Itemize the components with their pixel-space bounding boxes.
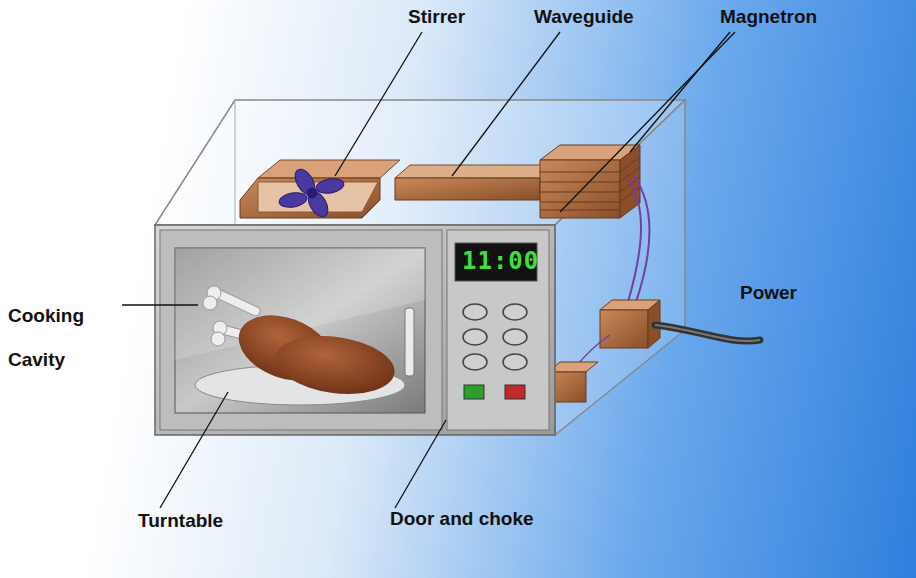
power-cord-highlight — [655, 325, 760, 341]
stirrer-box-top — [258, 160, 400, 178]
part-label: Door and choke — [390, 508, 590, 530]
stirrer-fan — [278, 166, 345, 220]
chicken — [203, 286, 398, 401]
display — [455, 243, 537, 281]
power-cord — [655, 325, 760, 341]
part-label: Magnetron — [720, 6, 860, 28]
control-panel — [447, 230, 549, 430]
wire — [628, 180, 641, 302]
part-label: Waveguide — [534, 6, 674, 28]
buttons — [463, 304, 527, 370]
cooking-window — [175, 248, 425, 413]
part-label: Cooking Cavity — [8, 294, 108, 382]
display-readout: 11:00 — [462, 247, 534, 275]
waveguide-top — [395, 165, 555, 178]
case-edge — [235, 100, 236, 225]
stop-button — [505, 385, 525, 399]
waveguide — [395, 178, 540, 200]
door — [160, 230, 442, 430]
leader-lines — [122, 32, 735, 508]
door-handle — [405, 308, 414, 376]
case-top — [155, 100, 685, 225]
part-label: Power — [740, 282, 860, 304]
start-button — [464, 385, 484, 399]
part-label: Turntable — [138, 510, 278, 532]
oven-front — [155, 225, 555, 435]
power-supply — [600, 300, 660, 348]
part-label: Stirrer — [408, 6, 528, 28]
wire — [634, 176, 649, 302]
